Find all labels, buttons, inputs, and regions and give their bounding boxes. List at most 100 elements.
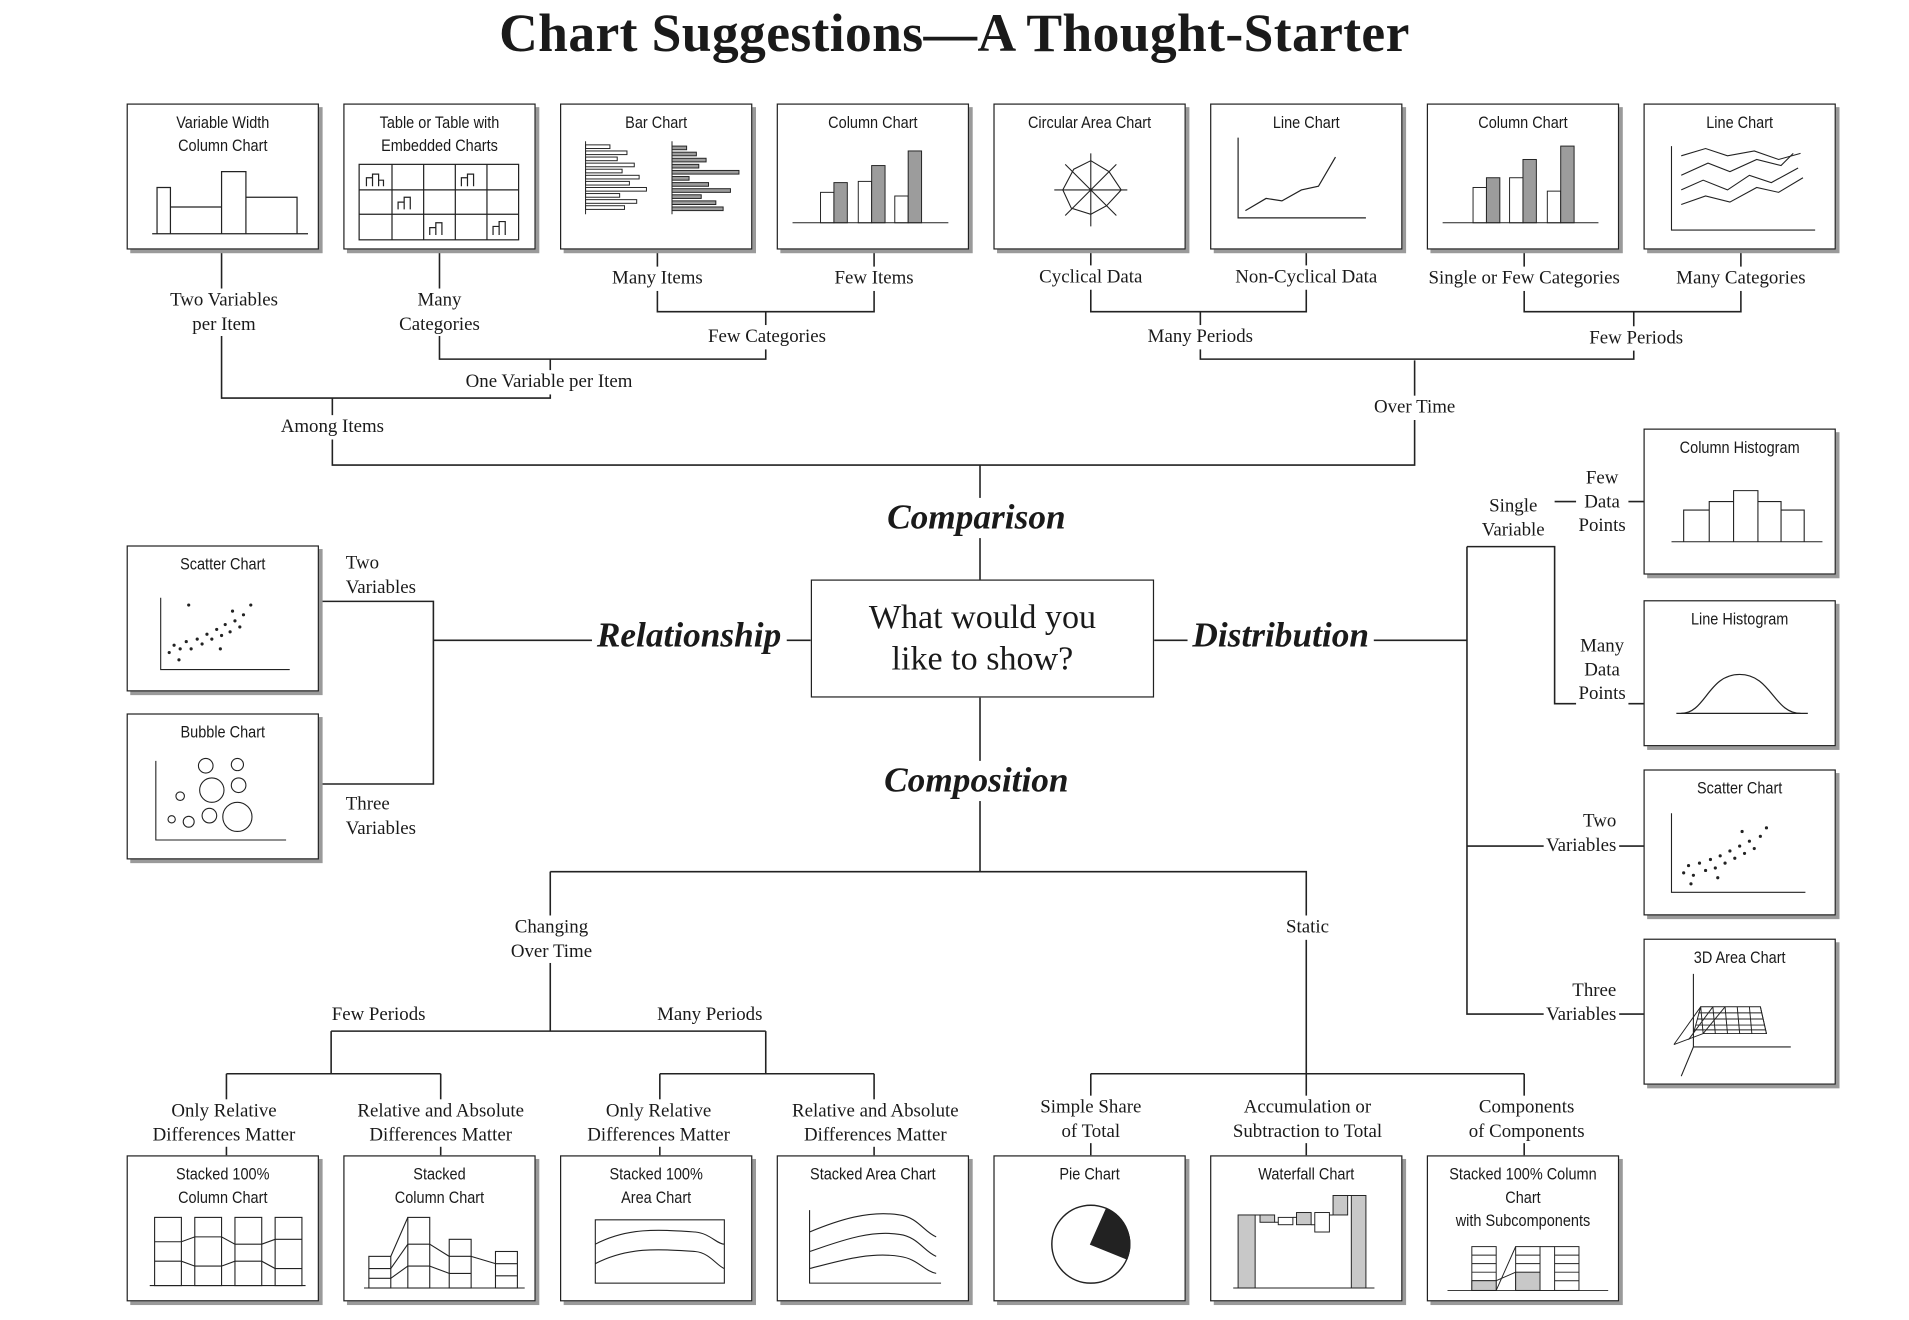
bar-chart-icon (585, 141, 740, 215)
multi-line-chart-icon (1670, 146, 1816, 231)
chart-card-stacked-100-area: Stacked 100% Area Chart (560, 1155, 753, 1302)
chart-title: Stacked 100% Column Chart with Subcompon… (1449, 1163, 1597, 1230)
stacked-area-icon (809, 1210, 942, 1284)
stacked-column-icon (364, 1216, 525, 1289)
label-relative-absolute-2: Relative and Absolute Differences Matter (789, 1099, 962, 1147)
chart-card-bar: Bar Chart (560, 103, 753, 250)
chart-card-stacked-100-column: Stacked 100% Column Chart (126, 1155, 319, 1302)
chart-card-pie: Pie Chart (993, 1155, 1186, 1302)
chart-card-variable-width-column: Variable Width Column Chart (126, 103, 319, 250)
chart-title: Table or Table with Embedded Charts (379, 112, 500, 155)
chart-title: Column Histogram (1679, 437, 1800, 457)
label-many-periods: Many Periods (1145, 325, 1256, 349)
chart-title: Column Chart (1478, 112, 1568, 132)
circular-area-icon (1054, 153, 1128, 227)
chart-card-column-2: Column Chart (1426, 103, 1620, 250)
line-histogram-icon (1676, 673, 1808, 715)
label-many-categories-right: Many Categories (1673, 266, 1809, 291)
chart-title: Waterfall Chart (1258, 1163, 1355, 1184)
chart-title: Line Chart (1272, 112, 1340, 132)
heading-relationship: Relationship (591, 616, 787, 657)
chart-title: 3D Area Chart (1693, 947, 1786, 967)
chart-card-column-histogram: Column Histogram (1643, 428, 1836, 575)
label-many-data-points: Many Data Points (1576, 634, 1629, 706)
chart-card-scatter-relationship: Scatter Chart (126, 545, 319, 692)
chart-card-scatter-distribution: Scatter Chart (1643, 769, 1836, 916)
table-embedded-icon (358, 163, 520, 241)
center-question: What would you like to show? (810, 579, 1155, 698)
chart-card-line-2: Line Chart (1643, 103, 1836, 250)
label-simple-share: Simple Share of Total (1037, 1095, 1144, 1144)
label-components: Components of Components (1466, 1095, 1587, 1144)
chart-card-bubble: Bubble Chart (126, 713, 319, 860)
chart-title: Scatter Chart (1696, 777, 1783, 798)
stacked-100-area-icon (594, 1219, 725, 1284)
waterfall-chart-icon (1233, 1194, 1375, 1289)
chart-title: Bubble Chart (180, 721, 266, 742)
chart-card-circular-area: Circular Area Chart (993, 103, 1186, 250)
heading-distribution: Distribution (1187, 616, 1374, 657)
stacked-100-subcomponents-icon (1447, 1246, 1609, 1291)
heading-composition: Composition (879, 760, 1074, 802)
chart-title: Column Chart (828, 112, 918, 132)
label-changing-over-time: Changing Over Time (508, 915, 595, 963)
column-chart-icon (792, 150, 949, 224)
label-few-categories: Few Categories (705, 325, 829, 349)
chart-card-line-1: Line Chart (1210, 103, 1403, 250)
scatter-chart-icon (160, 597, 290, 671)
chart-card-column-1: Column Chart (776, 103, 970, 250)
label-among-items: Among Items (278, 415, 387, 439)
label-non-cyclical-data: Non-Cyclical Data (1232, 265, 1380, 290)
label-two-variables-per-item: Two Variables per Item (167, 288, 281, 337)
chart-title: Line Histogram (1690, 608, 1789, 629)
label-comp-many-periods: Many Periods (654, 1003, 765, 1027)
pie-chart-icon (1051, 1204, 1131, 1284)
chart-card-3d-area: 3D Area Chart (1643, 938, 1836, 1085)
chart-title: Circular Area Chart (1027, 112, 1152, 132)
diagram-title: Chart Suggestions—A Thought-Starter (499, 3, 1410, 64)
label-only-relative-1: Only Relative Differences Matter (150, 1099, 298, 1147)
chart-card-table-embedded: Table or Table with Embedded Charts (343, 103, 536, 250)
scatter-chart-icon (1670, 813, 1806, 893)
label-few-data-points: Few Data Points (1576, 466, 1629, 538)
chart-title: Stacked 100% Column Chart (176, 1163, 270, 1207)
label-rel-three-variables: Three Variables (343, 792, 419, 841)
column-histogram-icon (1671, 490, 1823, 543)
chart-title: Stacked Area Chart (810, 1163, 936, 1184)
stacked-100-column-icon (149, 1216, 306, 1287)
chart-title: Stacked Column Chart (394, 1163, 485, 1207)
label-dist-three-variables: Three Variables (1543, 978, 1619, 1027)
label-dist-two-variables: Two Variables (1543, 809, 1619, 858)
label-few-items: Few Items (832, 266, 917, 291)
chart-title: Stacked 100% Area Chart (609, 1163, 703, 1207)
chart-title: Variable Width Column Chart (176, 112, 270, 155)
chart-card-stacked-column: Stacked Column Chart (343, 1155, 536, 1302)
label-one-variable-per-item: One Variable per Item (463, 370, 635, 394)
bubble-chart-icon (155, 757, 287, 841)
line-chart-icon (1237, 137, 1366, 219)
area-3d-icon (1673, 973, 1791, 1077)
label-static: Static (1283, 915, 1332, 940)
label-many-categories: Many Categories (396, 288, 483, 337)
label-only-relative-2: Only Relative Differences Matter (584, 1099, 733, 1147)
label-comp-few-periods: Few Periods (329, 1003, 428, 1027)
column-chart-icon (1442, 145, 1599, 224)
chart-title: Scatter Chart (180, 553, 266, 574)
chart-card-line-histogram: Line Histogram (1643, 600, 1836, 747)
label-single-or-few-categories: Single or Few Categories (1426, 266, 1623, 291)
label-cyclical-data: Cyclical Data (1036, 265, 1145, 290)
chart-title: Bar Chart (625, 112, 688, 132)
label-many-items: Many Items (609, 266, 706, 291)
label-single-variable: Single Variable (1479, 494, 1548, 542)
label-few-periods: Few Periods (1586, 326, 1686, 351)
chart-card-waterfall: Waterfall Chart (1210, 1155, 1403, 1302)
label-relative-absolute-1: Relative and Absolute Differences Matter (354, 1099, 527, 1147)
chart-title: Line Chart (1706, 112, 1774, 132)
label-accumulation: Accumulation or Subtraction to Total (1230, 1095, 1385, 1144)
variable-width-column-icon (152, 171, 309, 235)
chart-card-stacked-100-subcomponents: Stacked 100% Column Chart with Subcompon… (1426, 1155, 1620, 1302)
label-rel-two-variables: Two Variables (343, 551, 419, 599)
heading-comparison: Comparison (882, 497, 1071, 539)
chart-card-stacked-area: Stacked Area Chart (776, 1155, 970, 1302)
